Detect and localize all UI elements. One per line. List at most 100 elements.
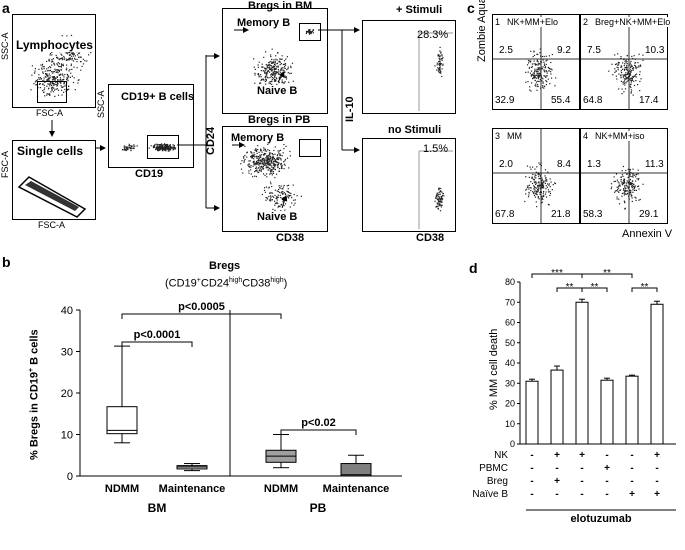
event-dot bbox=[78, 56, 80, 58]
event-dot bbox=[537, 190, 539, 192]
event-dot bbox=[260, 163, 262, 165]
event-dot bbox=[630, 60, 632, 63]
event-dot bbox=[273, 59, 275, 61]
event-dot bbox=[535, 171, 537, 173]
event-dot bbox=[537, 61, 539, 63]
event-dot bbox=[624, 202, 626, 204]
cd19-b-cells-label: CD19+ B cells bbox=[121, 91, 195, 103]
event-dot bbox=[533, 193, 535, 195]
event-dot bbox=[56, 64, 59, 66]
event-dot bbox=[441, 191, 443, 193]
event-dot bbox=[279, 157, 281, 159]
event-dot bbox=[533, 54, 536, 56]
event-dot bbox=[527, 196, 530, 198]
event-dot bbox=[62, 65, 64, 67]
quadrant-ur-label: 10.3 bbox=[645, 45, 665, 56]
event-dot bbox=[40, 64, 42, 66]
event-dot bbox=[285, 78, 288, 80]
event-dot bbox=[78, 79, 80, 81]
event-dot bbox=[639, 64, 642, 66]
event-dot bbox=[173, 146, 175, 148]
event-dot bbox=[530, 181, 532, 183]
event-dot bbox=[533, 72, 535, 74]
event-dot bbox=[543, 70, 545, 72]
event-dot bbox=[619, 184, 621, 186]
event-dot bbox=[274, 80, 276, 82]
event-dot bbox=[546, 72, 548, 74]
event-dot bbox=[61, 35, 63, 37]
event-dot bbox=[52, 91, 54, 93]
event-dot bbox=[626, 63, 628, 65]
event-dot bbox=[633, 185, 635, 188]
event-dot bbox=[254, 74, 256, 76]
event-dot bbox=[625, 66, 627, 69]
group-label-pb: PB bbox=[310, 501, 327, 515]
event-dot bbox=[629, 83, 631, 86]
event-dot bbox=[539, 177, 541, 180]
event-dot bbox=[287, 191, 289, 193]
event-dot bbox=[251, 157, 253, 159]
event-dot bbox=[274, 61, 276, 63]
event-dot bbox=[640, 65, 642, 67]
no-stimuli-gate-svg bbox=[418, 150, 453, 229]
event-dot bbox=[165, 146, 167, 148]
event-dot bbox=[293, 199, 295, 201]
event-dot bbox=[626, 67, 628, 69]
quadrant-num-label: 2 bbox=[583, 17, 589, 27]
event-dot bbox=[58, 69, 60, 71]
event-dot bbox=[51, 88, 53, 91]
event-dot bbox=[539, 48, 541, 50]
event-dot bbox=[625, 193, 627, 195]
event-dot bbox=[256, 170, 258, 172]
event-dot bbox=[253, 158, 255, 160]
bar bbox=[550, 369, 564, 445]
event-dot bbox=[52, 60, 54, 63]
event-dot bbox=[259, 160, 261, 162]
event-dot bbox=[240, 168, 243, 170]
event-dot bbox=[170, 148, 172, 150]
event-dot bbox=[543, 55, 545, 58]
event-dot bbox=[48, 73, 50, 75]
event-dot bbox=[56, 69, 58, 71]
event-dot bbox=[630, 70, 633, 72]
event-dot bbox=[620, 80, 622, 82]
event-dot bbox=[616, 196, 618, 198]
bar bbox=[575, 301, 589, 445]
event-dot bbox=[631, 185, 633, 187]
event-dot bbox=[623, 182, 626, 184]
event-dot bbox=[55, 77, 57, 79]
event-dot bbox=[623, 59, 625, 61]
event-dot bbox=[163, 147, 165, 149]
event-dot bbox=[621, 66, 623, 68]
event-dot bbox=[623, 91, 625, 93]
event-dot bbox=[282, 191, 284, 193]
event-dot bbox=[261, 66, 263, 68]
event-dot bbox=[439, 68, 441, 70]
event-dot bbox=[267, 154, 269, 157]
event-dot bbox=[272, 69, 274, 71]
event-dot bbox=[551, 189, 553, 191]
event-dot bbox=[154, 144, 156, 146]
event-dot bbox=[535, 181, 537, 183]
event-dot bbox=[626, 193, 628, 195]
p-value-1-bracket bbox=[121, 313, 282, 319]
event-dot bbox=[626, 66, 628, 68]
event-dot bbox=[165, 145, 167, 147]
event-dot bbox=[438, 191, 440, 193]
event-dot bbox=[267, 159, 269, 161]
event-dot bbox=[49, 83, 51, 85]
event-dot bbox=[243, 156, 245, 158]
event-dot bbox=[35, 80, 37, 82]
event-dot bbox=[264, 174, 266, 176]
event-dot bbox=[291, 62, 294, 64]
event-dot bbox=[67, 80, 69, 82]
event-dot bbox=[49, 53, 52, 55]
event-dot bbox=[540, 66, 542, 68]
event-dot bbox=[46, 80, 48, 82]
event-dot bbox=[161, 148, 163, 150]
event-dot bbox=[277, 52, 279, 54]
event-dot bbox=[283, 161, 285, 163]
event-dot bbox=[540, 63, 542, 65]
stimuli-plot: 28.3% bbox=[362, 20, 456, 114]
